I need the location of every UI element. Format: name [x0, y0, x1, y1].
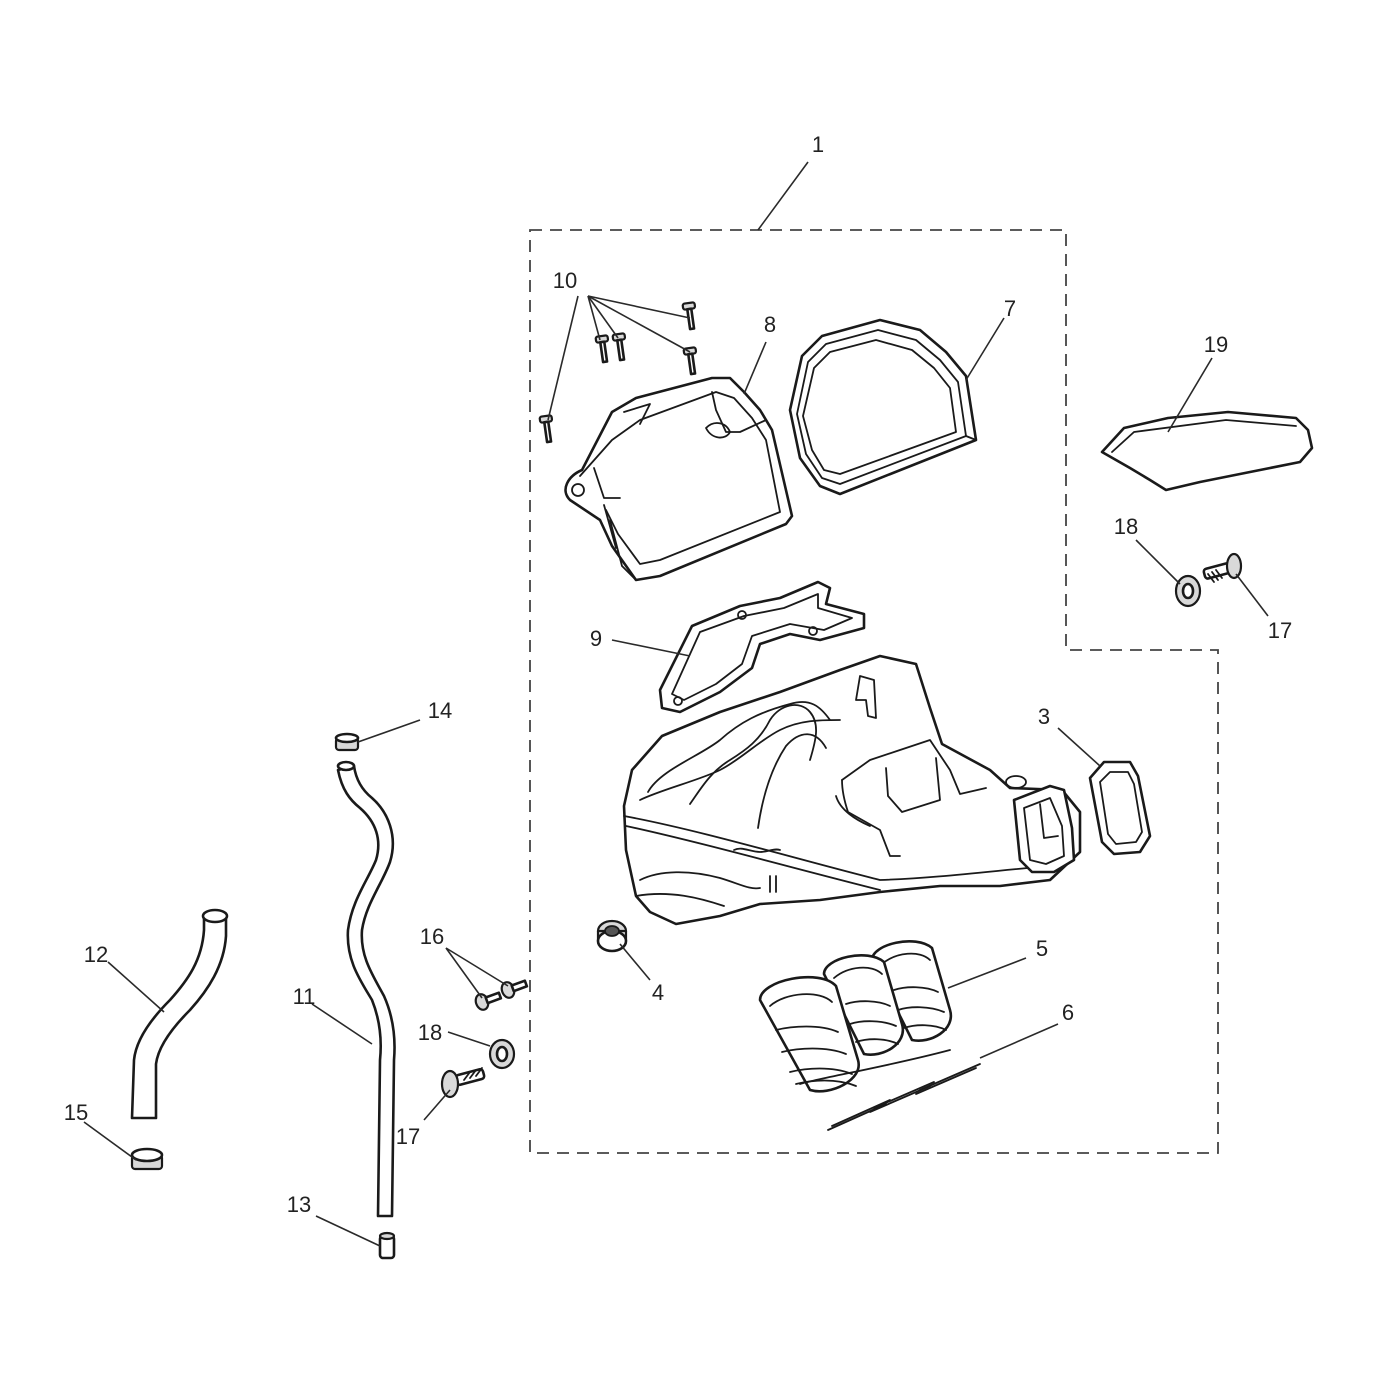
grommet-part-4[interactable] [596, 919, 628, 953]
callout-19: 19 [1204, 332, 1228, 357]
leader-lines [83, 161, 1269, 1247]
bolt-part-17-left[interactable] [440, 1067, 486, 1099]
callout-17-right: 17 [1268, 618, 1292, 643]
cap-part-15[interactable] [130, 1147, 164, 1171]
callout-9: 9 [590, 626, 602, 651]
callout-10: 10 [553, 268, 577, 293]
callout-7: 7 [1004, 296, 1016, 321]
cap-part-14[interactable] [334, 732, 360, 752]
callout-18-left: 18 [418, 1020, 442, 1045]
callout-15: 15 [64, 1100, 88, 1125]
hose-part-12[interactable] [130, 908, 229, 1120]
filter-frame-part-8[interactable] [564, 376, 794, 582]
plug-part-13[interactable] [378, 1231, 396, 1260]
callout-13: 13 [287, 1192, 311, 1217]
callout-labels: 1 3 4 5 6 7 8 9 10 11 12 13 14 15 16 17 … [64, 132, 1292, 1217]
screws-part-10[interactable] [538, 301, 700, 444]
callout-6: 6 [1062, 1000, 1074, 1025]
callout-17-left: 17 [396, 1124, 420, 1149]
hose-part-11[interactable] [336, 760, 396, 1218]
gaskets-part-6[interactable] [827, 1063, 981, 1131]
assembly-boundary [529, 229, 1219, 1154]
callout-3: 3 [1038, 704, 1050, 729]
bolt-part-17-right[interactable] [1202, 552, 1243, 583]
callout-14: 14 [428, 698, 452, 723]
gasket-part-9[interactable] [658, 580, 866, 714]
callout-4: 4 [652, 980, 664, 1005]
callout-12: 12 [84, 942, 108, 967]
callout-8: 8 [764, 312, 776, 337]
seal-part-3[interactable] [1088, 760, 1152, 856]
intake-boots-part-5[interactable] [758, 940, 953, 1093]
air-filter-part-7[interactable] [788, 318, 978, 496]
callout-16: 16 [420, 924, 444, 949]
bolts-part-16[interactable] [474, 976, 529, 1012]
cover-panel-part-19[interactable] [1100, 410, 1314, 492]
washer-part-18-right[interactable] [1174, 574, 1202, 608]
washer-part-18-left[interactable] [488, 1038, 516, 1070]
callout-1: 1 [812, 132, 824, 157]
airbox-main-body[interactable] [622, 654, 1082, 926]
callout-18-right: 18 [1114, 514, 1138, 539]
callout-11: 11 [293, 984, 316, 1009]
callout-5: 5 [1036, 936, 1048, 961]
